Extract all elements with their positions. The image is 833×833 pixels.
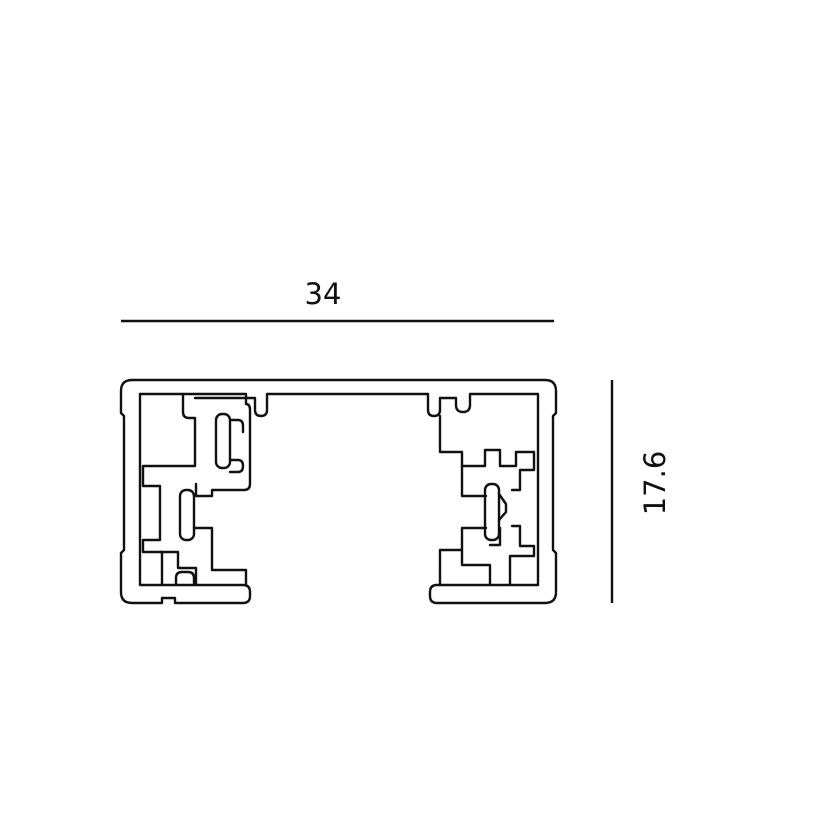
left-upper-clip (228, 418, 245, 474)
right-lower-rail (438, 524, 536, 587)
height-dimension-label: 17.6 (638, 451, 672, 516)
left-upper-hook (193, 396, 252, 498)
left-upper-rail (141, 392, 197, 587)
right-contact (483, 482, 501, 542)
left-lower-rail (158, 526, 248, 587)
track-profile (119, 378, 558, 605)
right-upper-rail (438, 414, 536, 492)
width-dimension-label: 34 (305, 277, 342, 311)
profile-outer-shell (119, 378, 558, 605)
height-dimension: 17.6 (610, 380, 672, 603)
width-dimension: 34 (121, 277, 554, 323)
left-upper-contact (214, 412, 232, 470)
left-lower-contact (178, 488, 196, 542)
right-lower-hook (488, 526, 502, 547)
right-upper-step (460, 464, 488, 498)
left-bottom-notch (174, 570, 196, 587)
right-contact-tab (497, 492, 508, 522)
